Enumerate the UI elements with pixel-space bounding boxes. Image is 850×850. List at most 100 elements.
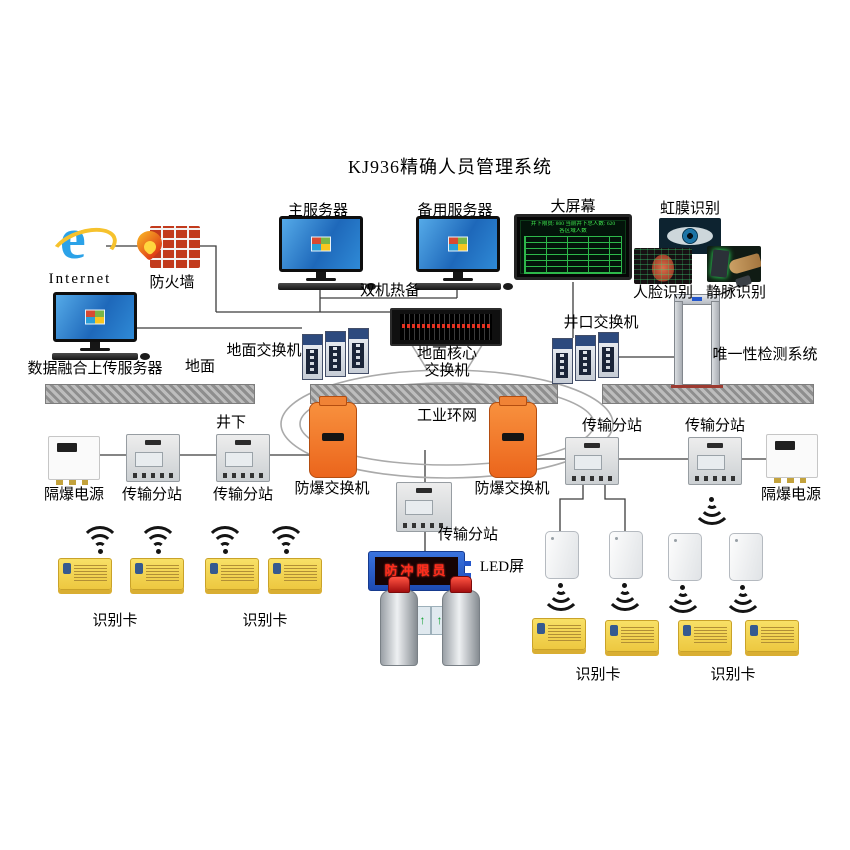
led-screen: 防冲限员 (368, 551, 471, 591)
label-id-card-r1: 识别卡 (575, 667, 621, 683)
label-data-server: 数据融合上传服务器 (27, 361, 163, 377)
big-screen-header: 井下限员: 800 当前井下总人数: 620 (530, 221, 616, 227)
label-underground: 井下 (215, 415, 247, 431)
wifi-signal-icon (78, 526, 122, 554)
internet-icon: e (46, 208, 122, 276)
card-reader (729, 533, 763, 581)
core-switch-rack (390, 308, 502, 346)
label-hot-standby: 双机热备 (359, 283, 421, 299)
turnstile-left (380, 576, 418, 666)
big-screen-table (524, 236, 622, 274)
card-reader (609, 531, 643, 579)
label-ex-power-right: 隔爆电源 (760, 487, 822, 503)
windows-logo-icon (311, 236, 331, 252)
keyboard (52, 353, 138, 360)
label-internet: Internet (48, 271, 112, 287)
explosion-proof-switch-right (489, 402, 537, 478)
explosion-proof-switch-left (309, 402, 357, 478)
firewall-icon (150, 226, 200, 268)
wifi-signal-icon (690, 485, 734, 525)
wifi-signal-icon (661, 573, 705, 613)
label-ground-switch: 地面交换机 (226, 343, 302, 359)
label-wellhead-switch: 井口交换机 (563, 315, 639, 331)
label-industrial-ring: 工业环网 (416, 408, 478, 424)
label-uniqueness: 唯一性检测系统 (712, 347, 818, 363)
explosion-proof-power-right (766, 434, 818, 483)
label-substation-middle: 传输分站 (437, 527, 499, 543)
substation-right-2 (688, 437, 742, 485)
windows-logo-icon (85, 309, 105, 325)
substation-middle (396, 482, 452, 532)
substation-left-2 (216, 434, 270, 482)
label-firewall: 防火墙 (149, 275, 195, 291)
label-substation-l2: 传输分站 (212, 487, 274, 503)
wifi-signal-icon (603, 571, 647, 611)
gate-display (692, 297, 702, 301)
label-ex-switch-right: 防爆交换机 (474, 481, 550, 497)
flame-icon (134, 226, 164, 266)
label-iris: 虹膜识别 (659, 201, 721, 217)
gate-top-bar (674, 294, 720, 305)
page-title: KJ936精确人员管理系统 (347, 157, 553, 177)
id-card (58, 558, 112, 590)
id-card (268, 558, 322, 590)
label-backup-server: 备用服务器 (417, 203, 493, 219)
id-card (678, 620, 732, 652)
id-card (130, 558, 184, 590)
label-led-screen: LED屏 (479, 559, 525, 575)
wifi-signal-icon (136, 526, 180, 554)
ethernet-switch (325, 331, 346, 377)
label-substation-r1: 传输分站 (581, 418, 643, 434)
windows-logo-icon (448, 236, 468, 252)
label-id-card-r2: 识别卡 (710, 667, 756, 683)
wellhead-switch-group (552, 332, 619, 384)
id-card (205, 558, 259, 590)
label-main-server: 主服务器 (287, 203, 349, 219)
label-substation-l1: 传输分站 (121, 487, 183, 503)
label-ex-switch-left: 防爆交换机 (294, 481, 370, 497)
ethernet-switch (575, 335, 596, 381)
ground-switch-group (302, 328, 369, 380)
id-card (605, 620, 659, 652)
substation-left-1 (126, 434, 180, 482)
card-reader (668, 533, 702, 581)
id-card (532, 618, 586, 650)
monitor-screen (53, 292, 137, 342)
wifi-signal-icon (721, 573, 765, 613)
label-ex-power-left: 隔爆电源 (43, 487, 105, 503)
mouse (366, 283, 376, 290)
card-reader (545, 531, 579, 579)
mouse (140, 353, 150, 360)
label-id-card-l1: 识别卡 (92, 613, 138, 629)
keyboard (278, 283, 364, 290)
wifi-signal-icon (264, 526, 308, 554)
wifi-signal-icon (539, 571, 583, 611)
explosion-proof-power-left (48, 436, 100, 485)
label-substation-r2: 传输分站 (684, 418, 746, 434)
face-recognition-image (634, 248, 692, 284)
ground-bar-middle (310, 384, 558, 404)
big-screen: 井下限员: 800 当前井下总人数: 620 各区域人数 (514, 214, 632, 280)
keyboard (415, 283, 501, 290)
ground-bar-left (45, 384, 255, 404)
internet-e-glyph: e (60, 206, 86, 271)
wifi-signal-icon (203, 526, 247, 554)
label-big-screen: 大屏幕 (550, 199, 596, 215)
monitor-screen (279, 216, 363, 272)
big-screen-subheader: 各区域人数 (559, 228, 587, 234)
beacon-light-icon (450, 576, 472, 593)
label-ground: 地面 (184, 359, 216, 375)
label-core-switch-2: 交换机 (424, 363, 470, 379)
id-card (745, 620, 799, 652)
label-core-switch-1: 地面核心 (416, 346, 478, 362)
substation-right-1 (565, 437, 619, 485)
ethernet-switch (302, 334, 323, 380)
ground-bar-right (602, 384, 814, 404)
main-server (278, 216, 376, 290)
ethernet-switch (348, 328, 369, 374)
label-face: 人脸识别 (632, 285, 694, 301)
backup-server (415, 216, 513, 290)
label-id-card-l2: 识别卡 (242, 613, 288, 629)
security-gate (671, 294, 723, 388)
